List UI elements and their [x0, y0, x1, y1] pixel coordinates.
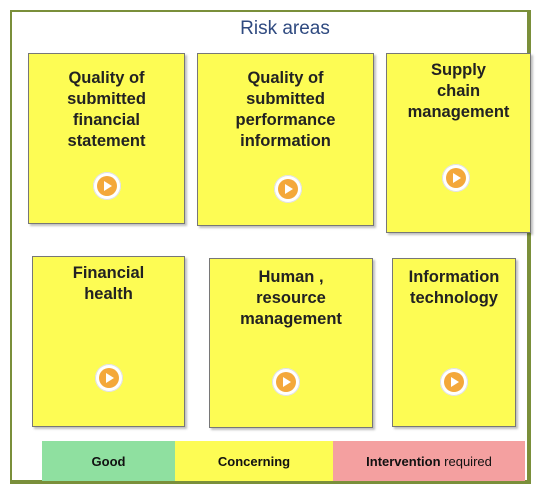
orange-arrow-circle-icon[interactable] [272, 368, 300, 396]
risk-card-information-technology[interactable]: Information technology [392, 258, 516, 427]
risk-card-human-resource[interactable]: Human , resource management [209, 258, 373, 428]
orange-arrow-circle-icon[interactable] [274, 175, 302, 203]
card-label: Information technology [408, 268, 500, 307]
orange-arrow-circle-icon[interactable] [440, 368, 468, 396]
legend-intervention-required: Intervention required [333, 441, 525, 481]
legend-label: Concerning [217, 453, 291, 469]
risk-card-supply-chain[interactable]: Supply chain management [386, 53, 531, 233]
legend-label: Intervention [366, 453, 441, 469]
legend-good: Good [42, 441, 175, 481]
card-label: Quality of submitted performance informa… [235, 69, 336, 150]
orange-arrow-circle-icon[interactable] [93, 172, 121, 200]
card-label: Quality of submitted financial statement [67, 69, 146, 150]
legend-label: Good [91, 453, 126, 469]
risk-card-performance-information[interactable]: Quality of submitted performance informa… [197, 53, 374, 226]
page-title: Risk areas [240, 18, 330, 39]
risk-card-financial-health[interactable]: Financial health [32, 256, 185, 427]
legend-concerning: Concerning [175, 441, 333, 481]
card-label: Supply chain management [407, 61, 510, 121]
legend-suffix: required [440, 453, 492, 469]
card-label: Human , resource management [240, 268, 342, 328]
card-label: Financial health [72, 264, 145, 303]
legend: Good Concerning Intervention required [42, 441, 525, 481]
risk-card-financial-statement[interactable]: Quality of submitted financial statement [28, 53, 185, 224]
orange-arrow-circle-icon[interactable] [442, 164, 470, 192]
orange-arrow-circle-icon[interactable] [95, 364, 123, 392]
